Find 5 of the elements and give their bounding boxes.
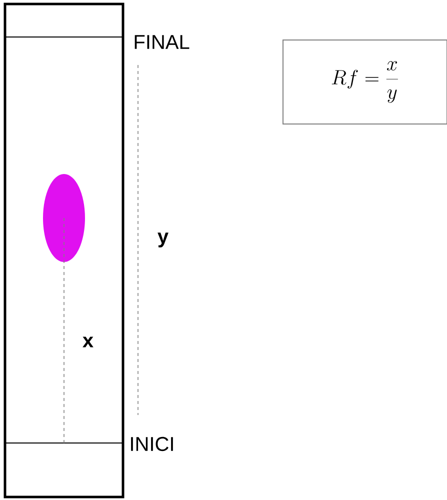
dimension-label: x (82, 336, 94, 348)
line-label: INICI (131, 436, 173, 452)
dimension-label: y (158, 232, 168, 248)
formula-box: $Rf = \frac{x}{y}$ (282, 40, 447, 124)
line-label: FINAL (134, 35, 190, 49)
